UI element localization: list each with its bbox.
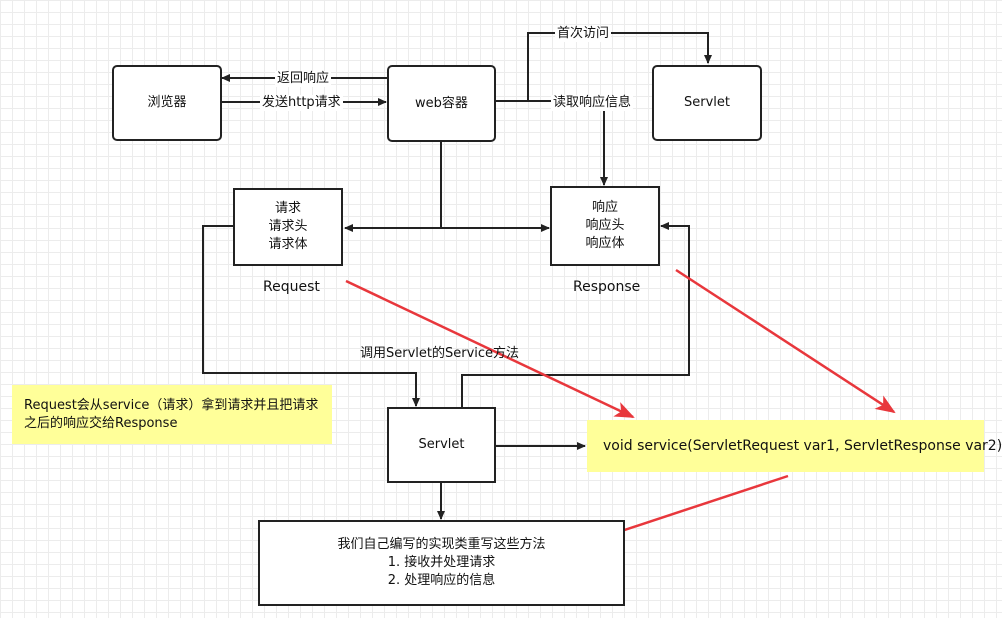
label-read-response-info: 读取响应信息 [551, 95, 634, 111]
label-call-service: 调用Servlet的Service方法 [360, 346, 520, 361]
implementation-box: 我们自己编写的实现类重写这些方法 1. 接收并处理请求 2. 处理响应的信息 [258, 520, 625, 606]
label-first-visit: 首次访问 [555, 26, 612, 42]
service-signature-text: void service(ServletRequest var1, Servle… [603, 438, 1002, 454]
edge-servlet-to-response [461, 222, 690, 407]
label-return-response: 返回响应 [275, 71, 332, 87]
servlet-top-node: Servlet [652, 65, 762, 141]
request-note-text: Request会从service（请求）拿到请求并且把请求之后的响应交给Resp… [24, 398, 319, 431]
implementation-line-3: 2. 处理响应的信息 [387, 573, 496, 588]
web-container-node: web容器 [387, 65, 496, 142]
response-line-2: 响应头 [585, 218, 625, 233]
browser-label: 浏览器 [147, 95, 187, 110]
response-line-1: 响应 [591, 200, 618, 215]
web-container-label: web容器 [415, 95, 468, 111]
implementation-line-2: 1. 接收并处理请求 [387, 555, 496, 570]
browser-node: 浏览器 [112, 65, 222, 141]
response-box: 响应 响应头 响应体 [550, 186, 660, 266]
request-note: Request会从service（请求）拿到请求并且把请求之后的响应交给Resp… [12, 385, 332, 444]
label-response: Response [573, 279, 641, 295]
request-box: 请求 请求头 请求体 [233, 188, 343, 266]
response-line-3: 响应体 [585, 236, 625, 251]
label-request: Request [263, 279, 320, 295]
request-line-3: 请求体 [268, 237, 308, 252]
red-arrow-request-to-service [345, 279, 635, 419]
service-signature-note: void service(ServletRequest var1, Servle… [587, 420, 1002, 472]
servlet-top-label: Servlet [684, 95, 730, 110]
servlet-bottom-node: Servlet [387, 407, 496, 483]
edge-request-to-servlet [202, 225, 420, 407]
edge-first-visit [496, 32, 712, 102]
request-line-2: 请求头 [268, 219, 308, 234]
implementation-line-1: 我们自己编写的实现类重写这些方法 [337, 537, 546, 552]
request-line-1: 请求 [274, 201, 301, 216]
red-arrow-response-to-service [675, 268, 896, 414]
servlet-bottom-label: Servlet [418, 437, 465, 452]
label-send-http-request: 发送http请求 [260, 95, 343, 111]
edge-read-response [528, 100, 608, 186]
